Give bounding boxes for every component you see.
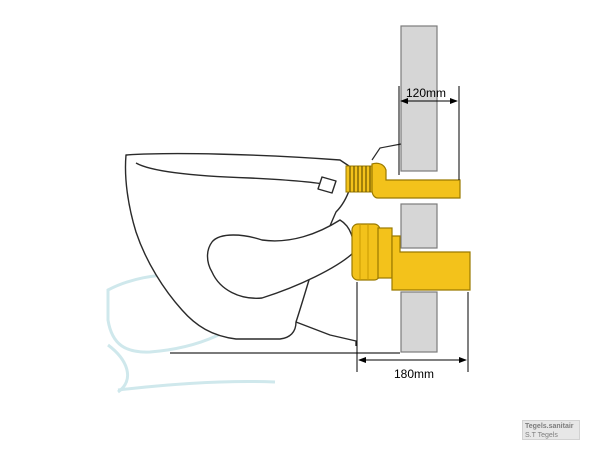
drain-pipe xyxy=(391,235,471,291)
dimension-180mm-arrow-left xyxy=(358,357,366,363)
dimension-120mm-arrow-left xyxy=(400,98,408,104)
dimension-120mm-arrow-right xyxy=(450,98,458,104)
toilet-rim-lip xyxy=(317,176,337,194)
wall-segment-middle xyxy=(400,203,438,249)
drain-connector-sleeve xyxy=(377,227,393,279)
toilet-base-foot xyxy=(295,321,357,346)
toilet-bowl xyxy=(124,152,357,346)
watermark-logo: Tegels.sanitair S.T Tegels xyxy=(522,420,580,440)
toilet-rim xyxy=(135,162,329,186)
drain-connector-collar xyxy=(351,223,381,281)
wall xyxy=(400,25,438,353)
drain-connector xyxy=(351,223,471,291)
watermark-brand: Tegels.sanitair xyxy=(525,423,574,430)
dimension-180mm-arrow-right xyxy=(459,357,467,363)
dimension-180mm-label: 180mm xyxy=(394,367,434,381)
watermark-subline: S.T Tegels xyxy=(525,432,558,439)
flush-inlet-connector xyxy=(345,143,461,199)
dimension-120mm-label: 120mm xyxy=(406,86,446,100)
wall-segment-lower xyxy=(400,291,438,353)
flush-pipe-elbow xyxy=(371,162,461,199)
dimension-120mm xyxy=(398,86,460,180)
dimension-180mm xyxy=(356,282,469,372)
